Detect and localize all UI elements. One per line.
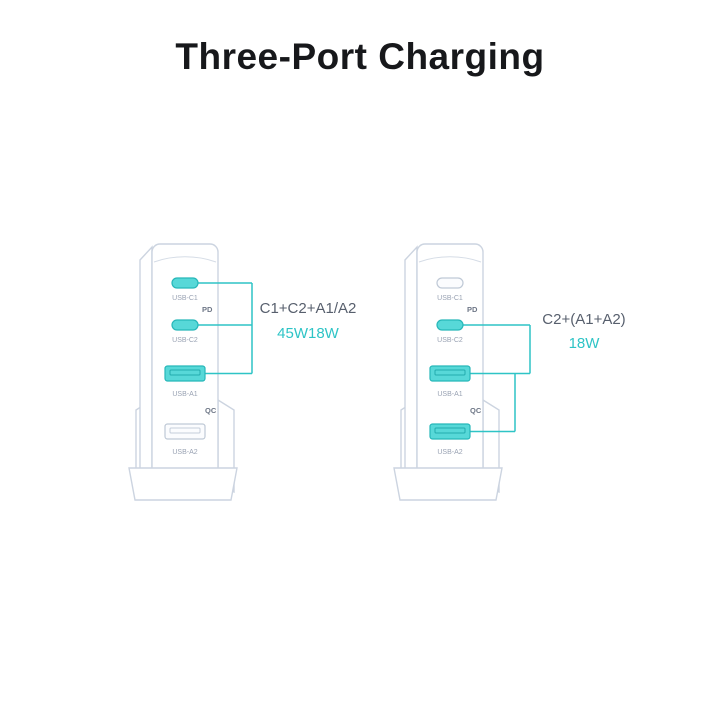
pd-label-right: PD: [467, 305, 478, 314]
usb-a1-port-left: [164, 365, 206, 382]
charger-right-ports: USB-C1 PD USB-C2 USB-A1 QC USB-A2: [429, 277, 482, 456]
usb-a1-label-left: USB-A1: [172, 391, 197, 398]
charger-left-ports: USB-C1 PD USB-C2 USB-A1 QC USB-A2: [164, 277, 217, 456]
combo-text-left: C1+C2+A1/A2: [260, 300, 357, 317]
annotation-right: C2+(A1+A2) 18W: [542, 311, 625, 352]
usb-c1-port-left: [171, 277, 199, 289]
page-title: Three-Port Charging: [175, 36, 545, 77]
usb-a2-label-left: USB-A2: [172, 449, 197, 456]
usb-a2-port-tongue-left: [169, 427, 201, 434]
leader-lines-left: [198, 282, 253, 375]
usb-c2-label-right: USB-C2: [437, 337, 463, 344]
usb-c1-port-right: [436, 277, 464, 289]
usb-c2-label-left: USB-C2: [172, 337, 198, 344]
usb-a2-port-tongue-right: [434, 427, 466, 434]
usb-c1-label-left: USB-C1: [172, 295, 198, 302]
usb-a1-port-tongue-right: [434, 369, 466, 376]
power-text-left: 45W18W: [277, 325, 340, 342]
usb-c1-label-right: USB-C1: [437, 295, 463, 302]
annotation-left: C1+C2+A1/A2 45W18W: [260, 300, 357, 342]
pd-label-left: PD: [202, 305, 213, 314]
usb-a1-label-right: USB-A1: [437, 391, 462, 398]
leader-lines-right: [463, 324, 531, 433]
qc-label-left: QC: [205, 406, 217, 415]
usb-a1-port-right: [429, 365, 471, 382]
power-text-right: 18W: [569, 335, 601, 352]
usb-c2-port-left: [171, 319, 199, 331]
usb-a2-label-right: USB-A2: [437, 449, 462, 456]
usb-a2-port-left: [164, 423, 206, 440]
usb-c2-port-right: [436, 319, 464, 331]
usb-a1-port-tongue-left: [169, 369, 201, 376]
qc-label-right: QC: [470, 406, 482, 415]
usb-a2-port-right: [429, 423, 471, 440]
combo-text-right: C2+(A1+A2): [542, 311, 625, 328]
